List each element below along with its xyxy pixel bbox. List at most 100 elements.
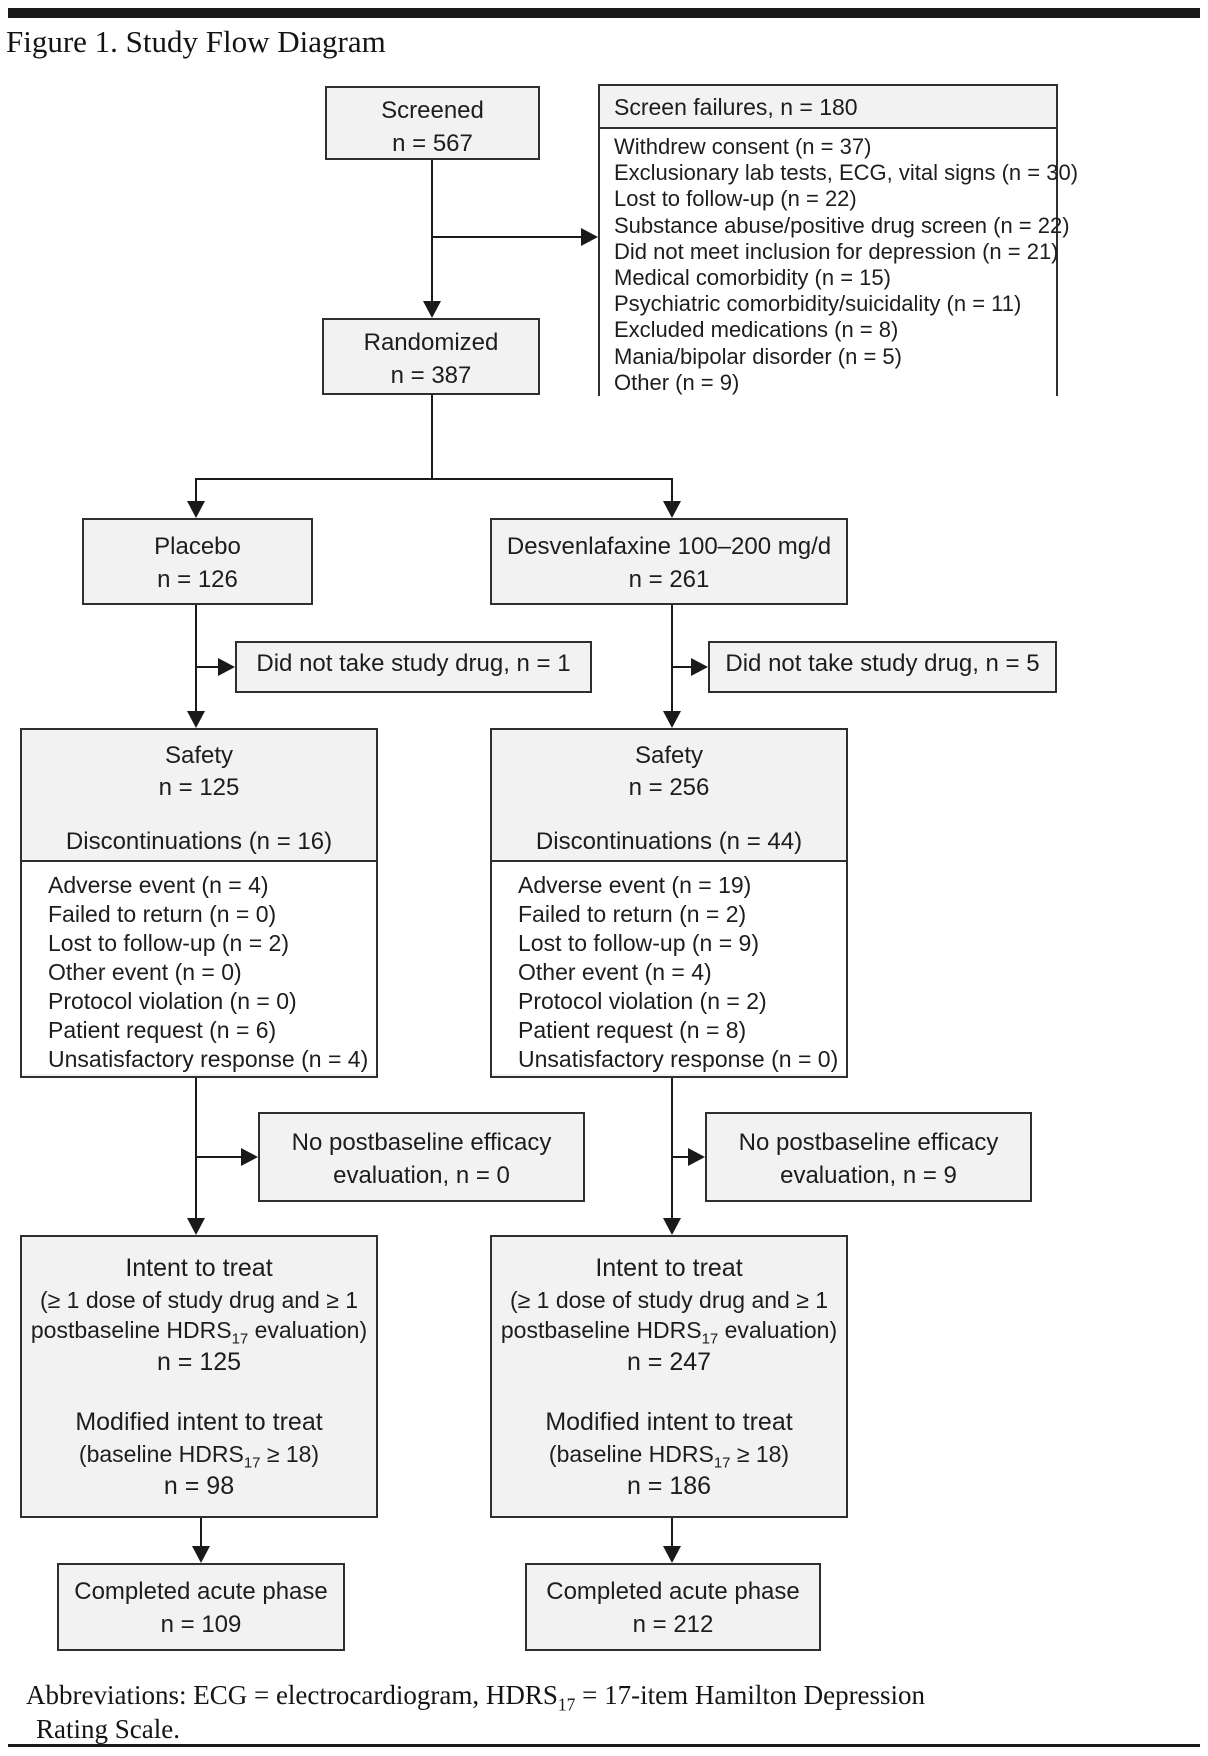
connector-to-no-drug-desvenlafaxine [671, 666, 691, 668]
screen-failure-item: Substance abuse/positive drug screen (n … [614, 212, 1070, 238]
discontinuation-item: Failed to return (n = 0) [48, 901, 277, 927]
mitt-placebo-label: Modified intent to treat [75, 1408, 323, 1436]
screen-failure-item: Psychiatric comorbidity/suicidality (n =… [614, 291, 1022, 317]
discontinuation-item: Other event (n = 0) [48, 959, 242, 985]
safety-desvenlafaxine-header: Safety n = 256 Discontinuations (n = 44) [492, 730, 846, 862]
arrowhead-into-itt-placebo [187, 1218, 205, 1235]
arrowhead-into-no-drug-desvenlafaxine [691, 658, 708, 676]
mitt-desvenlafaxine-criteria: (baseline HDRS17 ≥ 18) [492, 1439, 846, 1472]
mitt-placebo-n: n = 98 [163, 1472, 235, 1500]
screen-failures-list: Withdrew consent (n = 37) Exclusionary l… [600, 129, 1079, 397]
safety-desvenlafaxine-label: Safety [634, 742, 704, 769]
discontinuation-item: Other event (n = 4) [518, 959, 712, 985]
no-postbaseline-placebo-line2: evaluation, n = 0 [333, 1162, 510, 1189]
spacer [22, 804, 376, 826]
safety-placebo-discontinuations: Discontinuations (n = 16) [65, 828, 333, 855]
abbreviations-note: Abbreviations: ECG = electrocardiogram, … [26, 1678, 1186, 1746]
screen-failure-item: Did not meet inclusion for depression (n… [614, 238, 1059, 264]
completed-desvenlafaxine-n: n = 212 [632, 1611, 714, 1638]
arrowhead-into-no-postbaseline-desvenlafaxine [688, 1148, 705, 1166]
screen-failure-item: Medical comorbidity (n = 15) [614, 265, 891, 291]
arrowhead-into-safety-desvenlafaxine [663, 711, 681, 728]
itt-desvenlafaxine-label: Intent to treat [595, 1254, 743, 1282]
spacer [492, 1379, 846, 1405]
itt-desvenlafaxine-box: Intent to treat (≥ 1 dose of study drug … [490, 1235, 848, 1518]
screen-failure-item: Excluded medications (n = 8) [614, 317, 899, 343]
discontinuation-item: Protocol violation (n = 0) [48, 988, 297, 1014]
placebo-arm-box: Placebo n = 126 [82, 518, 313, 605]
arrowhead-into-desvenlafaxine [663, 501, 681, 518]
safety-desvenlafaxine-box: Safety n = 256 Discontinuations (n = 44)… [490, 728, 848, 1078]
connector-safety-to-itt-desvenlafaxine [671, 1078, 673, 1219]
no-postbaseline-desvenlafaxine-box: No postbaseline efficacy evaluation, n =… [705, 1112, 1032, 1202]
desvenlafaxine-label: Desvenlafaxine 100–200 mg/d [506, 533, 832, 560]
discontinuation-item: Protocol violation (n = 2) [518, 988, 767, 1014]
discontinuation-item: Unsatisfactory response (n = 0) [518, 1046, 839, 1072]
no-drug-desvenlafaxine-label: Did not take study drug, n = 5 [725, 650, 1040, 677]
safety-desvenlafaxine-discontinuations: Discontinuations (n = 44) [535, 828, 803, 855]
text-part: Abbreviations: ECG = electrocardiogram, … [26, 1680, 558, 1710]
screened-label: Screened [381, 97, 484, 124]
safety-placebo-n: n = 125 [158, 774, 240, 801]
completed-placebo-label: Completed acute phase [74, 1578, 328, 1605]
no-drug-desvenlafaxine-box: Did not take study drug, n = 5 [708, 641, 1057, 693]
no-postbaseline-desvenlafaxine-line1: No postbaseline efficacy [738, 1129, 999, 1156]
spacer [22, 1379, 376, 1405]
screened-box: Screened n = 567 [325, 86, 540, 160]
safety-placebo-box: Safety n = 125 Discontinuations (n = 16)… [20, 728, 378, 1078]
screen-failure-item: Mania/bipolar disorder (n = 5) [614, 343, 902, 369]
mitt-desvenlafaxine-label: Modified intent to treat [545, 1408, 793, 1436]
arrowhead-into-no-postbaseline-placebo [241, 1148, 258, 1166]
no-postbaseline-placebo-line1: No postbaseline efficacy [291, 1129, 552, 1156]
no-postbaseline-placebo-box: No postbaseline efficacy evaluation, n =… [258, 1112, 585, 1202]
arrowhead-into-screen-failures [581, 228, 598, 246]
connector-to-no-postbaseline-desvenlafaxine [671, 1156, 688, 1158]
text-part: (baseline HDRS [78, 1441, 244, 1467]
itt-desvenlafaxine-n: n = 247 [626, 1348, 712, 1376]
discontinuation-item: Lost to follow-up (n = 2) [48, 930, 289, 956]
subscript: 17 [557, 1694, 576, 1715]
screened-n: n = 567 [392, 130, 473, 157]
figure-title: Figure 1. Study Flow Diagram [6, 24, 386, 59]
connector-safety-to-itt-placebo [195, 1078, 197, 1219]
screen-failure-item: Other (n = 9) [614, 369, 740, 395]
text-part: = 17-item Hamilton Depression [575, 1680, 926, 1710]
arrowhead-into-safety-placebo [187, 711, 205, 728]
safety-placebo-label: Safety [164, 742, 234, 769]
itt-desvenlafaxine-criteria-line2: postbaseline HDRS17 evaluation) [492, 1315, 846, 1347]
abbreviations-line2: Rating Scale. [36, 1714, 180, 1744]
text-part: ≥ 18) [260, 1441, 320, 1467]
completed-placebo-box: Completed acute phase n = 109 [57, 1563, 345, 1651]
discontinuation-item: Patient request (n = 8) [518, 1017, 747, 1043]
bottom-rule [8, 1744, 1200, 1747]
discontinuation-item: Unsatisfactory response (n = 4) [48, 1046, 369, 1072]
itt-placebo-criteria-line1: (≥ 1 dose of study drug and ≥ 1 [39, 1287, 359, 1313]
arrowhead-into-completed-desvenlafaxine [663, 1546, 681, 1563]
screen-failure-item: Lost to follow-up (n = 22) [614, 186, 857, 212]
arrowhead-into-placebo [187, 501, 205, 518]
discontinuation-item: Adverse event (n = 19) [518, 872, 752, 898]
completed-placebo-n: n = 109 [160, 1611, 242, 1638]
discontinuation-item: Adverse event (n = 4) [48, 872, 269, 898]
screen-failure-item: Exclusionary lab tests, ECG, vital signs… [614, 160, 1079, 186]
safety-desvenlafaxine-n: n = 256 [628, 774, 710, 801]
desvenlafaxine-n: n = 261 [628, 566, 710, 593]
placebo-n: n = 126 [157, 566, 238, 593]
randomized-box: Randomized n = 387 [322, 318, 540, 395]
desvenlafaxine-arm-box: Desvenlafaxine 100–200 mg/d n = 261 [490, 518, 848, 605]
text-part: evaluation) [248, 1317, 368, 1343]
text-part: postbaseline HDRS [30, 1317, 232, 1343]
connector-placebo-to-safety [195, 605, 197, 712]
mitt-desvenlafaxine-n: n = 186 [626, 1472, 712, 1500]
completed-desvenlafaxine-box: Completed acute phase n = 212 [525, 1563, 821, 1651]
subscript: 17 [713, 1454, 731, 1472]
no-postbaseline-desvenlafaxine-line2: evaluation, n = 9 [780, 1162, 957, 1189]
connector-randomization-split [195, 478, 673, 480]
mitt-placebo-criteria: (baseline HDRS17 ≥ 18) [22, 1439, 376, 1471]
connector-desvenlafaxine-to-safety [671, 605, 673, 712]
itt-placebo-criteria-line2: postbaseline HDRS17 evaluation) [22, 1315, 376, 1347]
itt-desvenlafaxine-criteria-line1: (≥ 1 dose of study drug and ≥ 1 [509, 1287, 829, 1313]
arrowhead-into-no-drug-placebo [218, 658, 235, 676]
discontinuation-item: Patient request (n = 6) [48, 1017, 277, 1043]
